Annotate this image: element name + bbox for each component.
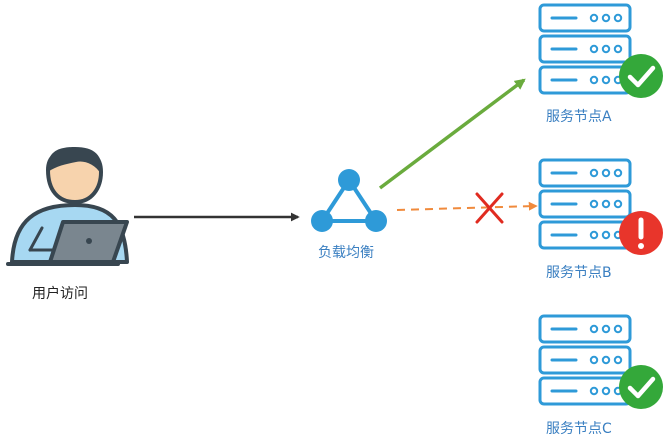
node-c-label: 服务节点C (546, 421, 612, 437)
route-to-node-b (396, 201, 538, 211)
user-label: 用户访问 (32, 286, 88, 302)
node-b-label: 服务节点B (546, 265, 612, 281)
node-a-label: 服务节点A (546, 109, 612, 125)
check-icon (619, 365, 663, 409)
server-node-c-icon (538, 314, 632, 406)
blocked-x-icon (475, 192, 504, 224)
load-balancer-triangle-icon (311, 169, 387, 232)
user-laptop-icon (6, 147, 129, 266)
server-node-a-icon (538, 3, 632, 95)
route-to-node-a (378, 78, 526, 190)
exclamation-icon (619, 211, 663, 255)
check-icon (619, 54, 663, 98)
balancer-label: 负载均衡 (318, 245, 374, 261)
server-node-b-icon (538, 158, 632, 250)
